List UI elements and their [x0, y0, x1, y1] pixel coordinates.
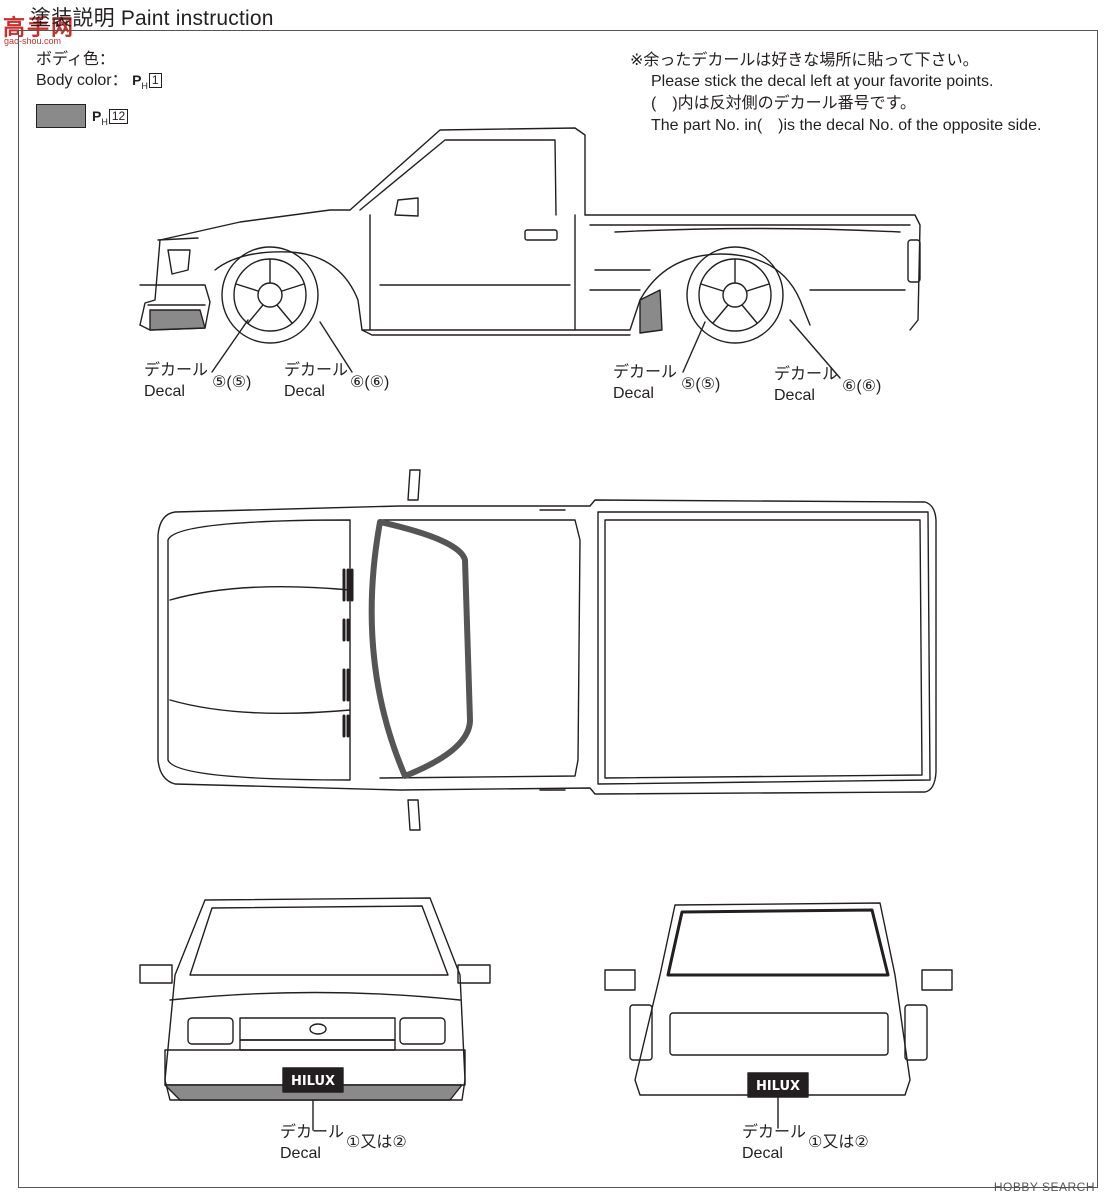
decal-label-side-front-rim: デカール Decal [284, 360, 348, 402]
decal-jp: デカール [144, 362, 209, 379]
body-paint-code: 1 [148, 73, 162, 88]
decal-en: Decal [742, 1145, 783, 1162]
decal-number: ①又は② [808, 1134, 869, 1151]
watermark: HOBBY SEARCH [993, 1180, 1095, 1194]
note-line-2: Please stick the decal left at your favo… [651, 73, 994, 90]
note-line-1: ※余ったデカールは好きな場所に貼って下さい。 [630, 52, 979, 69]
paint-h-icon: PH [132, 72, 148, 91]
body-color-label-en-text: Body color： [36, 72, 128, 89]
decal-jp: デカール [284, 362, 349, 379]
note-line-3: ( )内は反対側のデカール番号です。 [651, 95, 917, 112]
paint-swatch [36, 104, 86, 128]
decal-jp: デカール [774, 366, 839, 383]
site-logo-url: gao-shou.com [4, 36, 62, 46]
page-title: 塗装説明 Paint instruction [30, 7, 274, 30]
decal-en: Decal [284, 383, 325, 400]
decal-label-side-rear-wheel: デカール Decal [613, 362, 677, 404]
body-color-label-jp: ボディ色： [36, 51, 115, 68]
side-view [139, 127, 921, 379]
decal-label-front-plate: デカール Decal [280, 1122, 344, 1164]
decal-label-side-rear-rim: デカール Decal [774, 364, 838, 406]
decal-number: ⑥(⑥) [842, 378, 882, 395]
decal-number: ⑤(⑤) [681, 376, 721, 393]
decal-en: Decal [144, 383, 185, 400]
decal-number: ⑥(⑥) [350, 374, 390, 391]
decal-en: Decal [613, 385, 654, 402]
decal-label-side-front-wheel: デカール Decal [144, 360, 208, 402]
decal-jp: デカール [280, 1124, 345, 1141]
decal-label-rear-plate: デカール Decal [742, 1122, 806, 1164]
decal-number: ①又は② [346, 1134, 407, 1151]
rear-view [604, 902, 953, 1129]
front-license-plate-text: HILUX [291, 1074, 335, 1089]
front-view [139, 897, 491, 1131]
decal-jp: デカール [742, 1124, 807, 1141]
decal-en: Decal [774, 387, 815, 404]
note-line-4: The part No. in( )is the decal No. of th… [651, 117, 1042, 134]
paint-h-icon: PH [92, 108, 108, 127]
decal-jp: デカール [613, 364, 678, 381]
swatch-paint-code: 12 [108, 109, 129, 124]
decal-number: ⑤(⑤) [212, 374, 252, 391]
site-logo: 高手网 [3, 15, 76, 40]
instruction-frame [18, 30, 1098, 1188]
top-view [157, 469, 937, 831]
rear-license-plate-text: HILUX [756, 1079, 800, 1094]
decal-en: Decal [280, 1145, 321, 1162]
